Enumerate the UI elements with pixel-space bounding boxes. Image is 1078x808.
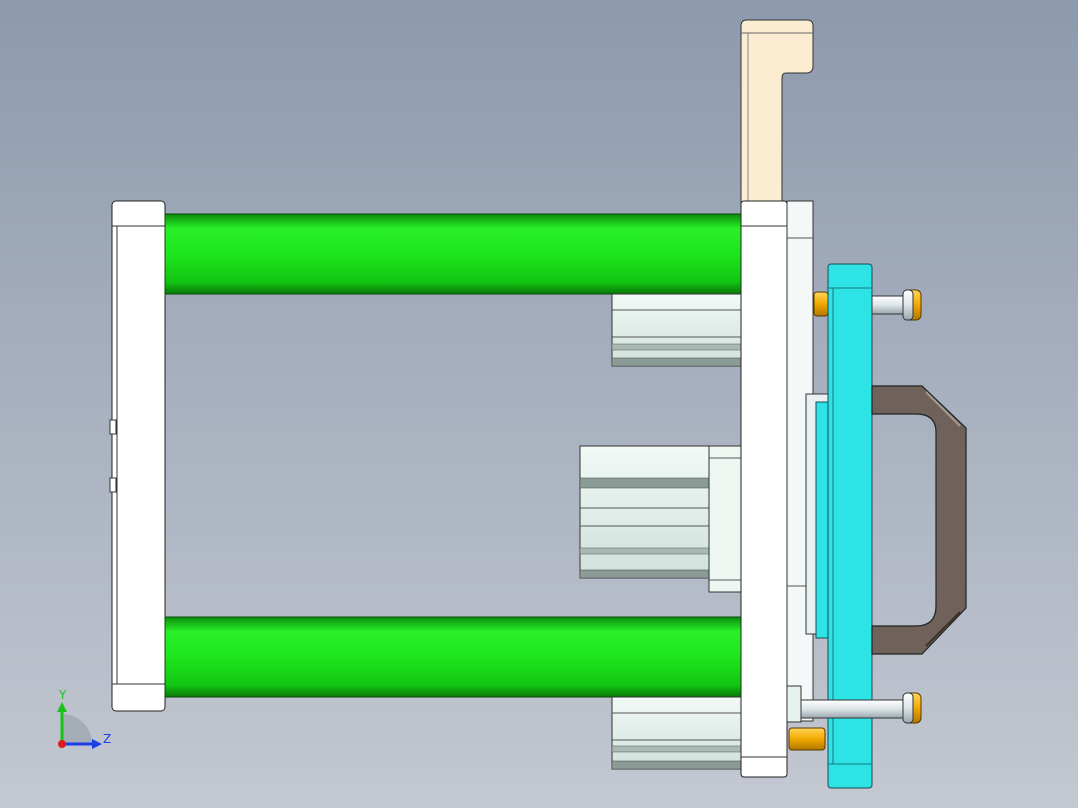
cylinder-body-middle[interactable] [579,445,743,593]
cylinder-body-bottom[interactable] [611,696,743,770]
z-axis-arrowhead [92,739,102,749]
handle[interactable] [871,385,967,655]
guide-rod-top[interactable] [164,213,743,295]
y-axis-label: Y [58,688,67,702]
top-bracket[interactable] [740,19,814,203]
z-axis-label: Z [103,732,111,746]
cylinder-body-top[interactable] [611,293,743,367]
x-axis-dot [58,740,66,748]
mounting-plate[interactable] [740,200,829,778]
coordinate-triad: Y Z [57,688,111,749]
pin-top[interactable] [813,291,829,317]
front-plate[interactable] [815,263,873,789]
bolt-top[interactable] [871,289,922,321]
left-end-plate[interactable] [109,200,166,712]
pin-bottom[interactable] [788,727,826,751]
triad-quadrant [62,714,92,744]
y-axis-arrowhead [57,702,67,712]
guide-rod-bottom[interactable] [164,616,743,698]
bolt-bottom[interactable] [800,692,922,724]
